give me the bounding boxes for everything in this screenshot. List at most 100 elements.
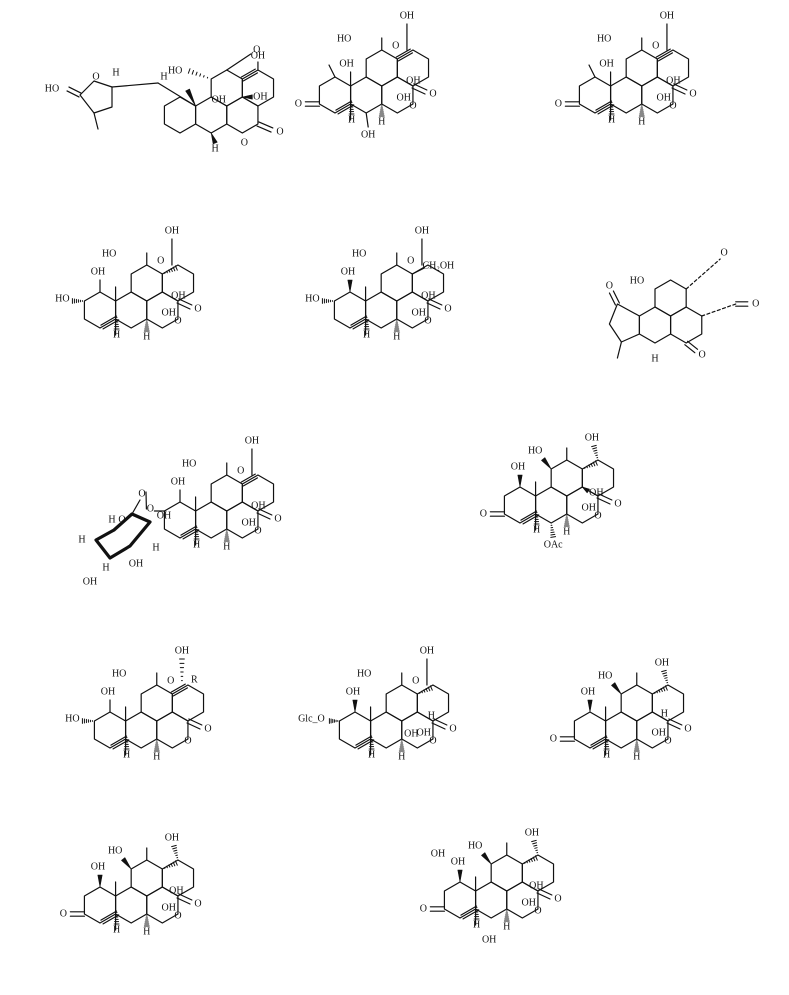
side-chain-bond [111,82,159,88]
bond [365,112,369,128]
oxygen-label: O [699,349,706,360]
hashed-bond [563,515,570,527]
ring-e [566,486,599,524]
hydroxyl-label: OH [585,432,599,443]
hydrogen-label: H [378,116,385,127]
hydrogen-label: H [143,331,150,342]
hydroxyl-label: OH [83,576,97,587]
hashed-bond [179,658,185,682]
hydrogen-label: H [503,921,510,932]
carbonyl-bond [429,906,446,912]
methyl-bond [93,112,99,130]
oxygen-label: O [392,40,399,51]
hydrogen-label: H [661,708,668,719]
hydroxyl-label: HO [352,248,366,259]
hydroxyl-label: OH [253,91,267,102]
ring-e [146,886,179,924]
oxygen-label: O [429,735,436,746]
carbonyl-bond [671,83,688,95]
hashed-bond [321,298,333,304]
hashed-bond [71,298,83,304]
hydroxyl-label: HO [102,248,116,259]
side-chain-bond [157,82,197,107]
hydrogen-label: H [651,353,658,364]
wedge-bond [582,486,590,494]
hydrogen-label: H [160,71,167,82]
hashed-bond [187,68,209,79]
ring-c [130,264,163,302]
oxygen-label: O [420,903,427,914]
oxygen-label: O [444,303,451,314]
hydroxyl-label: OH [660,10,674,21]
oxygen-label: O [554,893,561,904]
hydroxyl-label: OH [157,510,171,521]
bond [588,64,596,78]
hydroxyl-label: OH [581,686,595,697]
hydroxyl-label: HO [337,33,351,44]
oxygen-label: O [429,88,436,99]
hydroxyl-label: OH [341,266,355,277]
ring-c [654,279,687,317]
oxygen-label: O [241,137,248,148]
hydroxyl-label: OH [525,827,539,838]
hydroxyl-label: HO [182,458,196,469]
ring-a [93,711,127,749]
ring-e [641,76,674,114]
hashed-bond [193,526,200,540]
carbonyl-bond [176,298,193,310]
hydroxyl-label: HO [357,668,371,679]
ring-b [364,291,398,329]
carbonyl-bond [176,893,193,905]
ring-b [604,711,638,749]
hydroxyl-label: OH [165,832,179,843]
hydrogen-label: H [368,749,375,760]
hashed-bond [328,718,339,724]
carbonyl-bond [564,101,581,107]
oxygen-label: O [684,723,691,734]
hydrogen-label: H [113,329,120,340]
hydrogen-label: H [473,919,480,930]
carbonyl-bond [256,121,274,133]
hydroxyl-label: OH [162,307,176,318]
ring-c [620,684,653,722]
oxygen-label: O [167,675,174,686]
hydroxyl-label: OH [655,657,669,668]
hydroxyl-label: OH [251,50,265,61]
hydrogen-label: H [113,924,120,935]
hydroxyl-label: OH [346,686,360,697]
ring-a [163,96,197,134]
ring-b [638,306,672,344]
hashed-bond [113,911,120,925]
substituent-label: R [191,674,198,685]
wedge-bond [611,682,622,695]
carbonyl-bond [66,86,82,98]
hydroxyl-label: OH [212,94,226,105]
wedge-bond [121,857,132,870]
hydroxyl-label: OH [529,880,543,891]
acetoxy-label: OAc [544,539,563,550]
ring-e [156,711,189,749]
ring-c [385,684,418,722]
hydrogen-label: H [398,751,405,762]
hashed-bond [550,524,557,538]
hashed-bond [638,105,645,117]
ring-d [171,684,205,722]
ring-a [83,886,117,924]
hydroxyl-label: OH [522,897,536,908]
hydroxyl-label: OH [101,686,115,697]
oxygen-label: O [174,910,181,921]
ring-b [349,76,383,114]
carbonyl-bond [426,298,443,310]
oxygen-label: O [157,255,164,266]
carbonyl-bond [684,340,699,354]
hashed-bond [363,316,370,330]
hydroxyl-label: OH [431,848,445,859]
hashed-bond [533,511,540,525]
ring-a [578,76,612,114]
carbonyl-bond [489,511,506,517]
